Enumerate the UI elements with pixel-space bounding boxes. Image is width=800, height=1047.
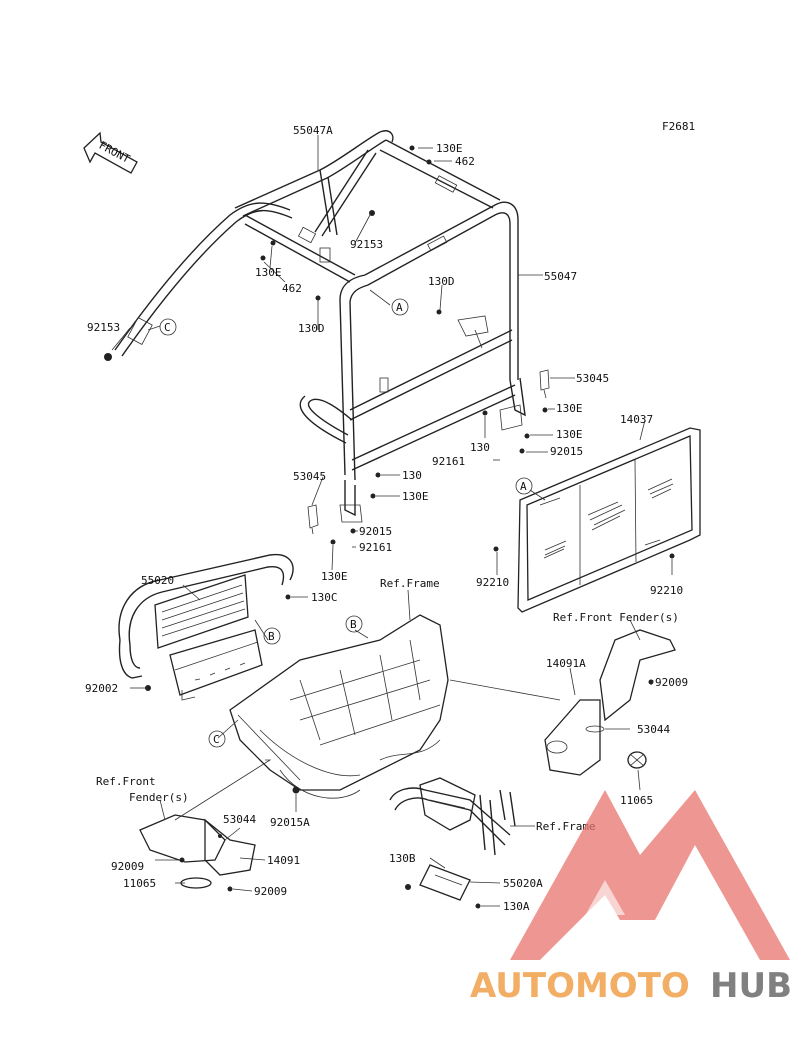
roll-bar-55047a-drawing [114,130,501,357]
part-label-130e: 130E [321,570,348,583]
front-bumper-55020-drawing [118,553,294,701]
part-label-130b: 130B [389,852,416,865]
part-label-92009: 92009 [254,885,287,898]
part-label-55047a: 55047A [293,124,333,137]
part-label-53044: 53044 [637,723,670,736]
inner-fender-14091a-drawing [544,629,676,776]
svg-text:C: C [213,733,220,746]
part-label-130e: 130E [556,402,583,415]
part-label-92015a: 92015A [270,816,310,829]
figure-code: F2681 [662,120,695,133]
part-label-55047: 55047 [544,270,577,283]
frame-drawing [229,614,449,799]
part-label-130d: 130D [428,275,455,288]
part-label-130: 130 [470,441,490,454]
part-label-130a: 130A [503,900,530,913]
clip-53044-right [585,725,605,733]
grommet-11065-right [627,751,647,769]
ref-fender-label: Fender(s) [129,791,189,804]
part-label-130e: 130E [255,266,282,279]
ref-front-label: Ref.Front [96,775,156,788]
part-label-130c: 130C [311,591,338,604]
part-label-92015: 92015 [359,525,392,538]
ref-frame-label: Ref.Frame [380,577,440,590]
part-label-55020: 55020 [141,574,174,587]
part-label-92009: 92009 [111,860,144,873]
part-label-92153: 92153 [350,238,383,251]
part-label-130e: 130E [556,428,583,441]
part-label-55020a: 55020A [503,877,543,890]
part-label-130d: 130D [298,322,325,335]
fastener-markers [104,145,675,909]
seat-belt-anchor-right [539,369,550,399]
part-label-462: 462 [282,282,302,295]
callout-c-frame: C [208,730,226,748]
part-label-92153: 92153 [87,321,120,334]
grommet-11065-left [180,877,212,889]
part-label-130e: 130E [436,142,463,155]
part-label-92002: 92002 [85,682,118,695]
seat-belt-anchor-left [307,504,319,535]
svg-text:B: B [350,618,357,631]
part-label-14091a: 14091A [546,657,586,670]
part-label-462: 462 [455,155,475,168]
part-label-53045: 53045 [576,372,609,385]
part-label-11065: 11065 [123,877,156,890]
part-label-53045: 53045 [293,470,326,483]
svg-text:C: C [164,321,171,334]
part-label-92015: 92015 [550,445,583,458]
inner-fender-14091-drawing [139,814,256,876]
svg-text:B: B [268,630,275,643]
part-label-92210: 92210 [476,576,509,589]
part-label-92161: 92161 [432,455,465,468]
part-label-92009: 92009 [655,676,688,689]
part-label-130: 130 [402,469,422,482]
part-label-92210: 92210 [650,584,683,597]
automotohub-logo: AUTOMOTO HUB [470,790,792,1006]
leader-lines [111,135,673,907]
logo-text-automoto: AUTOMOTO [470,966,690,1006]
svg-text:A: A [396,301,403,314]
ref-frame-label: Ref.Frame [536,820,596,833]
part-labels: 55047A 130E 462 92153 130E 462 55047 130… [85,124,688,913]
rear-screen-14037-drawing [517,427,701,613]
part-label-14091: 14091 [267,854,300,867]
part-label-11065: 11065 [620,794,653,807]
callout-b-frame: B [345,615,363,633]
part-label-130e: 130E [402,490,429,503]
part-label-92161: 92161 [359,541,392,554]
logo-text-hub: HUB [710,966,792,1006]
callout-b-bumper: B [263,627,281,645]
callout-a-screen: A [515,477,533,495]
roll-cage-55047-drawing [299,201,526,523]
callout-a-upper: A [391,298,409,316]
svg-text:A: A [520,480,527,493]
callout-c-upper: C [159,318,177,336]
front-direction-arrow: FRONT [83,131,138,174]
part-label-14037: 14037 [620,413,653,426]
ref-front-fender-label: Ref.Front Fender(s) [553,611,679,624]
skid-guard-55020a-drawing [389,777,516,901]
part-label-53044: 53044 [223,813,256,826]
front-arrow-label: FRONT [97,139,133,166]
